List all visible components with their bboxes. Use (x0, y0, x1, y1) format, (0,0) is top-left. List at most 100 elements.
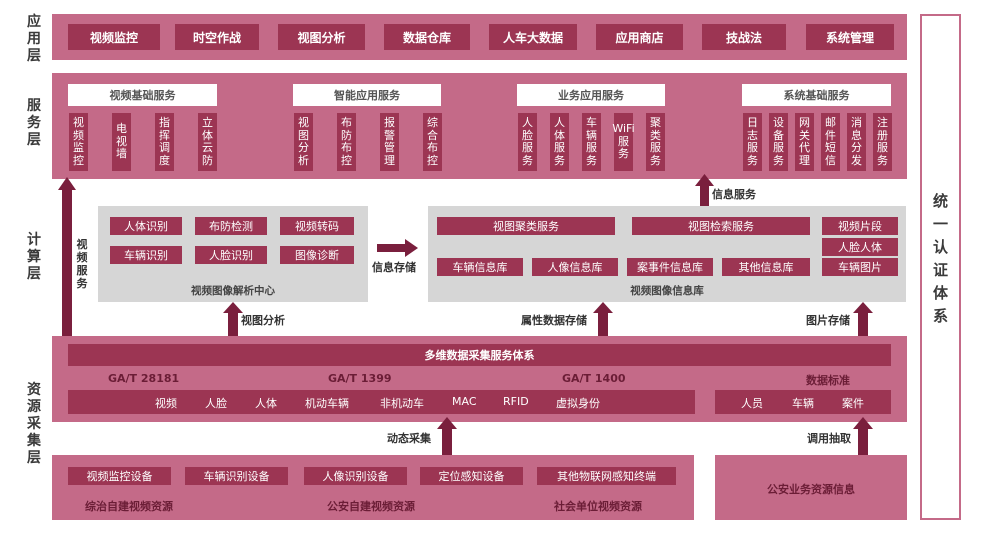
app-item-view-analysis[interactable]: 视图分析 (278, 24, 365, 50)
service-item[interactable]: 立体云防 (198, 113, 217, 171)
app-item-tactics[interactable]: 技战法 (702, 24, 786, 50)
view-analysis-arrow-head (223, 302, 243, 313)
layer-label-compute: 计算层 (27, 232, 41, 282)
info-storage-arrow-shaft (377, 244, 407, 252)
info-bottom-item[interactable]: 其他信息库 (722, 258, 810, 276)
service-item[interactable]: 设备服务 (769, 113, 788, 171)
info-top-item[interactable]: 视图检索服务 (632, 217, 810, 235)
device-item[interactable]: 定位感知设备 (420, 467, 523, 485)
data-type-item: 机动车辆 (305, 397, 349, 410)
police-types-bar (715, 390, 891, 414)
analysis-item[interactable]: 视频转码 (280, 217, 354, 235)
service-item[interactable]: 消息分发 (847, 113, 866, 171)
analysis-item[interactable]: 布防检测 (195, 217, 267, 235)
info-library-title: 视频图像信息库 (630, 285, 704, 297)
layer-label-resource: 资源采集层 (27, 382, 41, 466)
device-item[interactable]: 其他物联网感知终端 (537, 467, 676, 485)
info-service-arrow-shaft (700, 184, 709, 206)
service-item[interactable]: 综合布控 (423, 113, 442, 171)
auth-panel (920, 14, 961, 520)
standard-label: GA/T 28181 (108, 372, 180, 385)
data-types-bar (68, 390, 695, 414)
info-right-item[interactable]: 视频片段 (822, 217, 898, 235)
standard-label: GA/T 1400 (562, 372, 626, 385)
info-service-label: 信息服务 (712, 188, 756, 201)
info-right-item[interactable]: 车辆图片 (822, 258, 898, 276)
data-type-item: MAC (452, 395, 477, 408)
data-type-item: 人体 (255, 397, 277, 410)
video-service-arrow-head (58, 177, 76, 190)
device-panel (52, 455, 694, 520)
service-item[interactable]: 邮件短信 (821, 113, 840, 171)
service-item[interactable]: 人体服务 (550, 113, 569, 171)
call-extract-label: 调用抽取 (807, 432, 851, 445)
app-item-spacetime[interactable]: 时空作战 (175, 24, 259, 50)
info-top-item[interactable]: 视图聚类服务 (437, 217, 615, 235)
service-item[interactable]: 日志服务 (743, 113, 762, 171)
police-type-item: 人员 (741, 397, 763, 410)
service-item[interactable]: 布防布控 (337, 113, 356, 171)
resource-label: 社会单位视频资源 (554, 500, 642, 513)
service-group-title: 业务应用服务 (517, 84, 665, 106)
police-type-item: 案件 (842, 397, 864, 410)
video-service-arrow-shaft (62, 186, 72, 336)
app-item-video-monitor[interactable]: 视频监控 (68, 24, 160, 50)
police-info-label: 公安业务资源信息 (767, 483, 855, 496)
view-analysis-arrow-shaft (228, 310, 238, 336)
service-item[interactable]: 车辆服务 (582, 113, 601, 171)
device-item[interactable]: 视频监控设备 (68, 467, 171, 485)
service-item[interactable]: 指挥调度 (155, 113, 174, 171)
app-item-people-car-data[interactable]: 人车大数据 (489, 24, 577, 50)
service-group-title: 视频基础服务 (68, 84, 217, 106)
service-group-title: 系统基础服务 (742, 84, 891, 106)
app-item-system-mgmt[interactable]: 系统管理 (806, 24, 894, 50)
view-analysis-label: 视图分析 (241, 314, 285, 327)
analysis-center-title: 视频图像解析中心 (191, 285, 275, 297)
dynamic-collect-arrow-shaft (442, 426, 452, 455)
standard-label: 数据标准 (806, 374, 850, 387)
layer-label-app: 应用层 (27, 14, 41, 64)
auth-label: 统一认证体系 (932, 192, 948, 325)
attr-storage-arrow-head (593, 302, 613, 313)
image-storage-arrow-head (853, 302, 873, 313)
service-item[interactable]: 视图分析 (294, 113, 313, 171)
analysis-item[interactable]: 车辆识别 (110, 246, 182, 264)
service-item[interactable]: 网关代理 (795, 113, 814, 171)
info-right-item[interactable]: 人脸人体 (822, 238, 898, 256)
layer-label-service: 服务层 (27, 98, 41, 148)
device-item[interactable]: 车辆识别设备 (185, 467, 288, 485)
app-item-app-store[interactable]: 应用商店 (596, 24, 683, 50)
analysis-item[interactable]: 人体识别 (110, 217, 182, 235)
info-bottom-item[interactable]: 案事件信息库 (627, 258, 713, 276)
call-extract-arrow-head (853, 417, 873, 429)
analysis-item[interactable]: 图像诊断 (280, 246, 354, 264)
dynamic-collect-label: 动态采集 (387, 432, 431, 445)
info-service-arrow-head (695, 174, 714, 186)
data-type-item: 虚拟身份 (556, 397, 600, 410)
info-storage-label: 信息存储 (372, 261, 416, 274)
video-service-label: 视频服务 (76, 238, 88, 290)
service-item[interactable]: 人脸服务 (518, 113, 537, 171)
info-bottom-item[interactable]: 车辆信息库 (437, 258, 523, 276)
device-item[interactable]: 人像识别设备 (304, 467, 407, 485)
data-type-item: 人脸 (205, 397, 227, 410)
service-item[interactable]: 聚类服务 (646, 113, 665, 171)
police-info-panel (715, 455, 907, 520)
service-item[interactable]: 报警管理 (380, 113, 399, 171)
service-group-title: 智能应用服务 (293, 84, 441, 106)
service-item[interactable]: 视频监控 (69, 113, 88, 171)
collection-platform-bar[interactable]: 多维数据采集服务体系 (68, 344, 891, 366)
attr-storage-label: 属性数据存储 (521, 314, 587, 327)
info-storage-arrow-head (405, 239, 418, 257)
analysis-item[interactable]: 人脸识别 (195, 246, 267, 264)
police-type-item: 车辆 (792, 397, 814, 410)
resource-label: 综治自建视频资源 (85, 500, 173, 513)
app-item-data-warehouse[interactable]: 数据仓库 (384, 24, 470, 50)
info-bottom-item[interactable]: 人像信息库 (532, 258, 618, 276)
service-item[interactable]: 注册服务 (873, 113, 892, 171)
attr-storage-arrow-shaft (598, 310, 608, 336)
data-type-item: 视频 (155, 397, 177, 410)
service-item[interactable]: 电视墙 (112, 113, 131, 171)
